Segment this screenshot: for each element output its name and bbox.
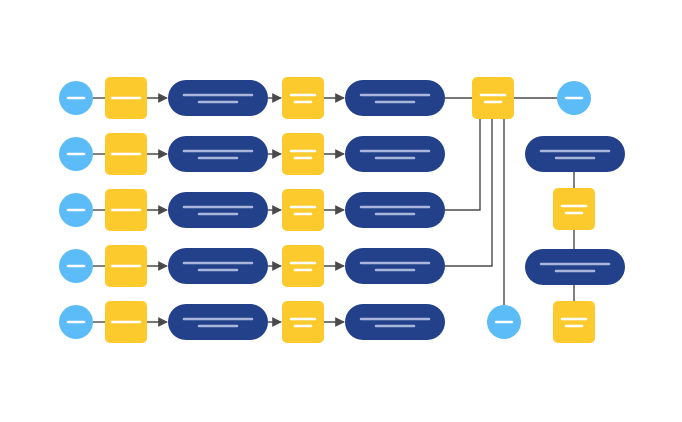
square-shape [553, 188, 595, 230]
process-square-row-1[interactable] [105, 77, 147, 119]
pill-shape [525, 249, 625, 285]
decision-square-row-3[interactable] [282, 189, 324, 231]
side-pill-2[interactable] [525, 249, 625, 285]
square-shape [282, 301, 324, 343]
pill-shape [168, 248, 268, 284]
square-shape [282, 189, 324, 231]
process-pill-row-1[interactable] [168, 80, 268, 116]
pill-shape [345, 192, 445, 228]
output-pill-row-1[interactable] [345, 80, 445, 116]
start-circle-row-3[interactable] [59, 193, 93, 227]
square-shape [553, 301, 595, 343]
start-circle-row-5[interactable] [59, 305, 93, 339]
pill-shape [168, 304, 268, 340]
side-square-2[interactable] [553, 301, 595, 343]
output-pill-row-2[interactable] [345, 136, 445, 172]
output-pill-row-4[interactable] [345, 248, 445, 284]
start-circle-row-1[interactable] [59, 81, 93, 115]
pill-shape [168, 192, 268, 228]
process-square-row-2[interactable] [105, 133, 147, 175]
square-shape [472, 77, 514, 119]
start-circle-row-4[interactable] [59, 249, 93, 283]
end-circle-bottom[interactable] [487, 305, 521, 339]
process-square-row-5[interactable] [105, 301, 147, 343]
end-circle-top[interactable] [557, 81, 591, 115]
pill-shape [345, 304, 445, 340]
connectors-layer [93, 93, 575, 327]
pill-shape [345, 248, 445, 284]
process-pill-row-2[interactable] [168, 136, 268, 172]
start-circle-row-2[interactable] [59, 137, 93, 171]
pill-shape [525, 136, 625, 172]
side-square-1[interactable] [553, 188, 595, 230]
decision-square-row-5[interactable] [282, 301, 324, 343]
process-square-row-3[interactable] [105, 189, 147, 231]
process-pill-row-4[interactable] [168, 248, 268, 284]
process-square-row-4[interactable] [105, 245, 147, 287]
decision-square-row-4[interactable] [282, 245, 324, 287]
decision-square-row-2[interactable] [282, 133, 324, 175]
decision-square-row-1[interactable] [282, 77, 324, 119]
merge-square[interactable] [472, 77, 514, 119]
process-pill-row-3[interactable] [168, 192, 268, 228]
pill-shape [168, 136, 268, 172]
square-shape [282, 77, 324, 119]
pill-shape [345, 80, 445, 116]
nodes-layer [59, 77, 625, 343]
merge-connector [445, 119, 493, 267]
output-pill-row-5[interactable] [345, 304, 445, 340]
merge-connector [445, 119, 481, 211]
pill-shape [345, 136, 445, 172]
pill-shape [168, 80, 268, 116]
side-pill-1[interactable] [525, 136, 625, 172]
output-pill-row-3[interactable] [345, 192, 445, 228]
square-shape [282, 245, 324, 287]
process-pill-row-5[interactable] [168, 304, 268, 340]
square-shape [282, 133, 324, 175]
